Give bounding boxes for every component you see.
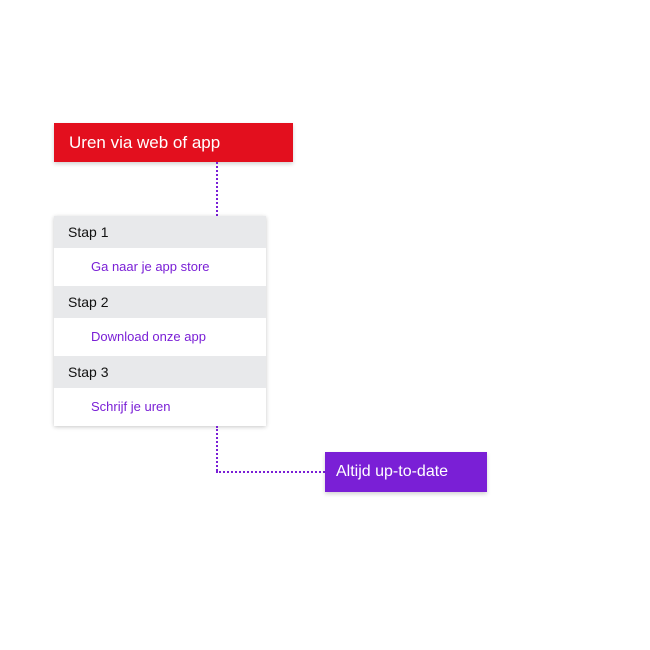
step-3-header: Stap 3 — [54, 356, 266, 388]
step-2-action: Download onze app — [91, 329, 206, 344]
step-1-header: Stap 1 — [54, 216, 266, 248]
connector-line-bottom-horizontal — [216, 471, 325, 473]
top-box-uren-via-web-of-app: Uren via web of app — [54, 123, 293, 162]
step-3-action: Schrijf je uren — [91, 399, 171, 414]
steps-panel: Stap 1 Ga naar je app store Stap 2 Downl… — [54, 216, 266, 426]
connector-line-top — [216, 162, 218, 216]
step-2-header: Stap 2 — [54, 286, 266, 318]
connector-line-bottom-vertical — [216, 426, 218, 471]
bottom-box-altijd-up-to-date: Altijd up-to-date — [325, 452, 487, 492]
step-1-action: Ga naar je app store — [91, 259, 210, 274]
